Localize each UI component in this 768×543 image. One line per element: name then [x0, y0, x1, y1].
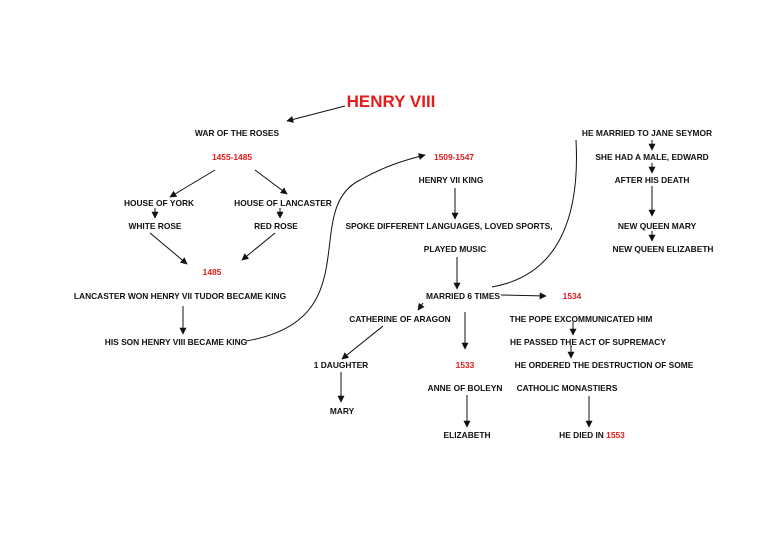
node-married-6-times: MARRIED 6 TIMES: [426, 291, 500, 301]
died-prefix: HE DIED IN: [559, 430, 607, 440]
node-henry-vii-king: HENRY VII KING: [418, 175, 484, 185]
node-ordered-destruction: HE ORDERED THE DESTRUCTION OF SOME: [514, 360, 694, 370]
node-pope-excommunicated: THE POPE EXCOMMUNICATED HIM: [509, 314, 653, 324]
node-red-rose: RED ROSE: [254, 221, 298, 231]
node-played-music: PLAYED MUSIC: [423, 244, 487, 254]
node-anne-of-boleyn: ANNE OF BOLEYN: [427, 383, 503, 393]
node-white-rose: WHITE ROSE: [128, 221, 182, 231]
arrow-married-to-catherine: [417, 302, 425, 311]
node-house-lancaster: HOUSE OF LANCASTER: [234, 198, 332, 208]
curve-married-to-jane: [491, 139, 577, 288]
arrow-years-to-york: [169, 169, 216, 198]
node-new-queen-mary: NEW QUEEN MARY: [617, 221, 697, 231]
node-married-jane: HE MARRIED TO JANE SEYMOR: [581, 128, 713, 138]
node-lancaster-won: LANCASTER WON HENRY VII TUDOR BECAME KIN…: [73, 291, 287, 301]
node-after-his-death: AFTER HIS DEATH: [614, 175, 690, 185]
arrow-years-to-lancaster: [254, 169, 288, 195]
node-year-1534: 1534: [562, 291, 582, 301]
node-year-1533: 1533: [455, 360, 475, 370]
arrow-catherine-to-daughter: [341, 325, 384, 360]
node-act-of-supremacy: HE PASSED THE ACT OF SUPREMACY: [510, 337, 666, 347]
died-year: 1553: [606, 430, 625, 440]
curve-son-to-1509: [245, 153, 426, 342]
node-catherine-of-aragon: CATHERINE OF ARAGON: [349, 314, 451, 324]
node-war-of-roses: WAR OF THE ROSES: [194, 128, 280, 138]
arrow-married-to-1534: [500, 292, 547, 300]
node-catholic-monasteries: CATHOLIC MONASTIERS: [516, 383, 618, 393]
node-son-became-king: HIS SON HENRY VIII BECAME KING: [104, 337, 248, 347]
node-elizabeth: ELIZABETH: [443, 430, 491, 440]
node-years-1455-1485: 1455-1485: [211, 152, 253, 162]
node-years-1509-1547: 1509-1547: [433, 152, 475, 162]
node-year-1485: 1485: [202, 267, 222, 277]
node-house-york: HOUSE OF YORK: [123, 198, 195, 208]
node-one-daughter: 1 DAUGHTER: [313, 360, 369, 370]
node-male-edward: SHE HAD A MALE, EDWARD: [595, 152, 709, 162]
arrow-title-to-war: [286, 105, 346, 123]
node-spoke-languages: SPOKE DIFFERENT LANGUAGES, LOVED SPORTS,: [345, 221, 553, 231]
node-new-queen-elizabeth: NEW QUEEN ELIZABETH: [612, 244, 714, 254]
arrow-white-rose-to-1485: [149, 232, 188, 265]
node-he-died: HE DIED IN 1553: [559, 430, 625, 440]
node-mary: MARY: [329, 406, 355, 416]
page-title: HENRY VIII: [346, 92, 436, 111]
arrow-red-rose-to-1485: [241, 232, 276, 261]
